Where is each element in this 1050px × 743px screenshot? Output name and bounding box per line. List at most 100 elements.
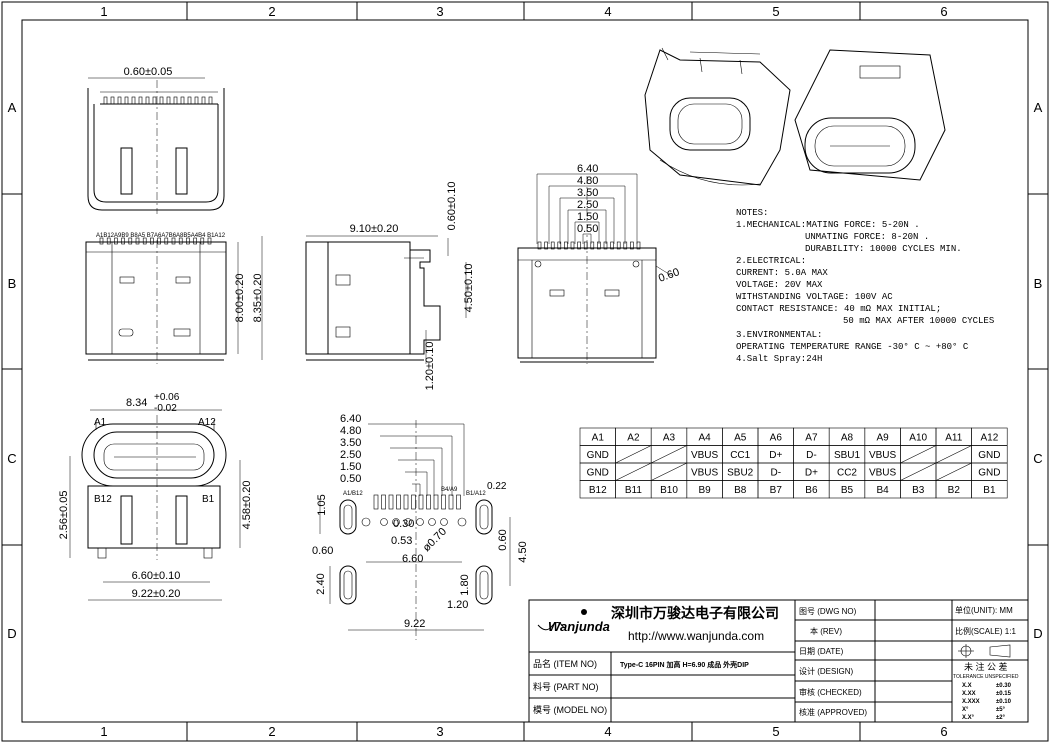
- fp-hole-dia: ø0.70: [421, 526, 449, 554]
- pin-table-text: VBUS: [869, 450, 897, 461]
- side-gap-dim: 1.20±0.10: [424, 342, 436, 391]
- dwg-no-label: 图号 (DWG NO): [799, 607, 857, 616]
- rear-pin: [550, 241, 555, 250]
- col-label-top: 4: [604, 4, 611, 19]
- front-pin: [128, 237, 133, 245]
- pin-table-text: B7: [770, 485, 783, 496]
- bottom-width-outer: 9.22±0.20: [132, 588, 181, 600]
- note-line: OPERATING TEMPERATURE RANGE -30° C ~ +80…: [736, 342, 969, 352]
- side-view: 9.10±0.20 0.60±0.10 4.50±0.10 1.20±0.10: [305, 182, 475, 391]
- tolerance-value: ±5°: [996, 707, 1006, 713]
- top-pin: [159, 96, 164, 105]
- pin-table-text: GND: [587, 468, 609, 479]
- top-pin: [194, 96, 199, 105]
- front-pin: [142, 237, 147, 245]
- fp-slot-width: 0.60: [312, 545, 333, 557]
- pin-table-text: B9: [698, 485, 711, 496]
- pin-table-text: VBUS: [691, 468, 719, 479]
- fp-dim-053: 0.53: [391, 535, 412, 547]
- front-pin: [114, 237, 118, 245]
- note-line: CONTACT RESISTANCE: 40 mΩ MAX INITIAL;: [736, 304, 941, 314]
- row-label-right: D: [1033, 626, 1042, 641]
- fp-dim-450: 4.50: [517, 541, 529, 562]
- pin-table-text: SBU1: [834, 450, 861, 461]
- row-label-left: B: [8, 276, 17, 291]
- design-label: 设计 (DESIGN): [799, 666, 854, 676]
- front-pin: [171, 237, 176, 245]
- tolerance-key: X.XX: [962, 691, 976, 697]
- note-line: 3.ENVIRONMENTAL:: [736, 330, 822, 340]
- fp-smd-pad: [373, 494, 379, 510]
- pin-table-text: B6: [805, 485, 818, 496]
- rear-pin: [623, 241, 628, 250]
- fp-dim-030: 0.30: [393, 518, 414, 530]
- fp-smd-pad: [426, 494, 431, 510]
- top-pin: [208, 96, 213, 105]
- tolerance-subtitle: TOLERANCE UNSPECIFIED: [953, 674, 1019, 680]
- bottom-a12-label: A12: [198, 417, 216, 428]
- fp-through-hole: [416, 518, 424, 526]
- isometric-view-front: [794, 49, 946, 181]
- item-no-label: 品名 (ITEM NO): [533, 658, 597, 669]
- fp-slot-width2: 1.20: [447, 599, 468, 611]
- projection-symbol-icon: [958, 644, 1011, 658]
- pin-table-empty-slash: [935, 462, 972, 481]
- top-pin: [180, 96, 185, 105]
- bottom-view: 8.34 +0.06 -0.02 A1 A12 B12 B1 2.56±0.05…: [58, 392, 253, 601]
- front-pin: [157, 237, 161, 245]
- fp-smd-pad: [411, 494, 416, 510]
- pin-table-cell: [971, 480, 1008, 499]
- top-pin: [145, 96, 150, 105]
- model-no-label: 模号 (MODEL NO): [533, 705, 607, 715]
- unit-label: 单位(UNIT): MM: [955, 605, 1013, 615]
- pin-table-text: SBU2: [727, 468, 754, 479]
- top-pin: [117, 96, 122, 105]
- pin-table-text: CC2: [837, 468, 857, 479]
- col-label-top: 2: [268, 4, 275, 19]
- rear-pin: [570, 241, 575, 250]
- rear-view: 6.404.803.502.501.500.50 0.60: [517, 163, 681, 364]
- pin-table-text: B11: [625, 485, 642, 496]
- pin-table-text: D-: [806, 450, 817, 461]
- company-logo: Wanjunda: [548, 619, 610, 634]
- row-label-left: A: [8, 100, 17, 115]
- bottom-height-right: 4.58±0.20: [241, 481, 253, 530]
- part-no-label: 料号 (PART NO): [533, 681, 599, 692]
- pin-table-empty-slash: [900, 462, 937, 481]
- note-line: WITHSTANDING VOLTAGE: 100V AC: [736, 292, 893, 302]
- fp-through-hole: [440, 518, 448, 526]
- fp-through-hole: [428, 518, 436, 526]
- rear-dim-label: 1.50: [577, 211, 598, 223]
- fp-smd-pad: [448, 494, 454, 510]
- note-line: CURRENT: 5.0A MAX: [736, 268, 828, 278]
- rear-dim-label: 0.50: [577, 223, 598, 235]
- pin-table-text: B12: [589, 485, 607, 496]
- fp-smd-pad: [441, 494, 446, 510]
- fp-width-922: 9.22: [404, 618, 425, 630]
- checked-label: 审核 (CHECKED): [799, 687, 862, 697]
- col-label-bottom: 3: [436, 724, 443, 739]
- front-pin: [200, 237, 205, 245]
- col-label-top: 1: [100, 4, 107, 19]
- fp-smd-pad: [388, 494, 394, 510]
- rear-pin: [557, 241, 562, 250]
- row-label-right: B: [1034, 276, 1043, 291]
- rear-dim-label: 2.50: [577, 199, 598, 211]
- isometric-view-rear: [644, 47, 791, 186]
- pin-table-empty-slash: [935, 445, 972, 464]
- pin-table-text: B3: [912, 485, 925, 496]
- top-pin: [187, 96, 192, 105]
- rear-pin: [597, 241, 601, 250]
- bottom-b12-label: B12: [94, 494, 112, 505]
- bottom-tol-down: -0.02: [154, 403, 177, 414]
- front-pin: [178, 237, 183, 245]
- front-pin: [150, 237, 154, 245]
- front-pin: [186, 237, 190, 245]
- top-pin: [201, 96, 206, 105]
- tolerance-key: X.X°: [962, 715, 975, 721]
- front-pin-labels: A1B12A9B9 B8A5 B7A6A7B6A8B5A4B4 B1A12: [96, 233, 226, 239]
- col-label-bottom: 6: [940, 724, 947, 739]
- pin-table-text: D+: [805, 468, 818, 479]
- pin-table-empty-slash: [651, 445, 687, 464]
